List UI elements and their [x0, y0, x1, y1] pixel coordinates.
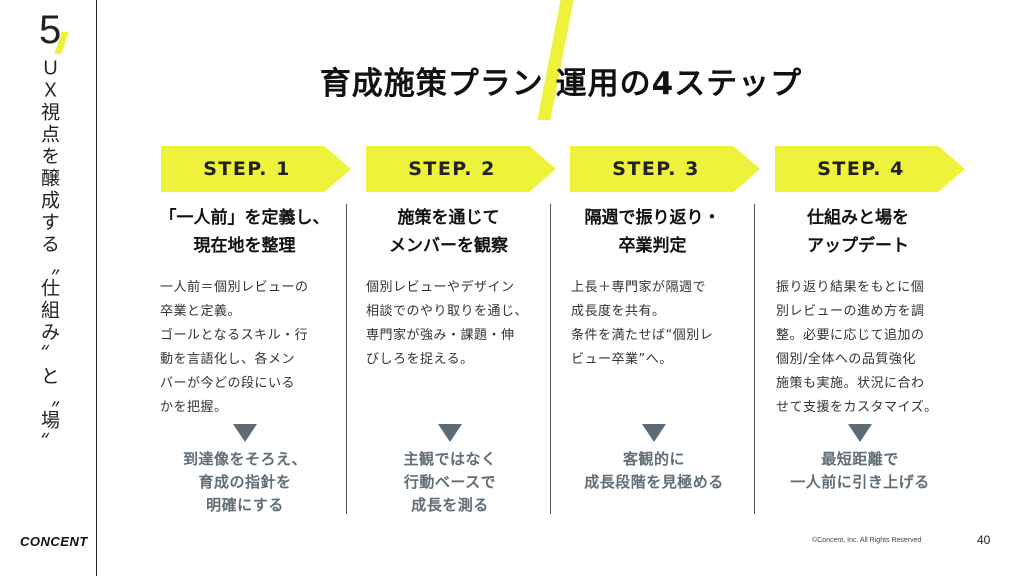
section-number: 5 — [39, 8, 62, 52]
step-2-result: 主観ではなく行動ベースで成長を測る — [403, 450, 497, 514]
step-3-body: 上長＋専門家が隔週で成長度を共有。条件を満たせば“個別レビュー卒業”へ。 — [571, 280, 714, 367]
step-2-arrow: STEP. 2 — [366, 146, 556, 192]
step-2-body: 個別レビューやデザイン相談でのやり取りを通じ、専門家が強み・課題・伸びしろを捉え… — [366, 280, 529, 367]
step-1-arrow: STEP. 1 — [161, 146, 351, 192]
step-3-arrow: STEP. 3 — [570, 146, 760, 192]
down-arrow-icon — [438, 424, 462, 442]
section-title: ＵＸ視点を醸成する〝仕組み〟と〝場〟 — [38, 58, 60, 454]
step-2-heading: 施策を通じて メンバーを観察 — [389, 208, 508, 256]
step-4-heading: 仕組みと場を アップデート — [807, 208, 909, 256]
step-2-column: 施策を通じて メンバーを観察 個別レビューやデザイン相談でのやり取りを通じ、専門… — [347, 204, 551, 514]
step-4-label: STEP. 4 — [817, 158, 905, 180]
page-number: 40 — [977, 533, 991, 547]
slide-title: 育成施策プラン 運用の4ステップ — [319, 66, 803, 102]
step-1-heading: 「一人前」を定義し、 現在地を整理 — [159, 208, 330, 256]
step-1-label: STEP. 1 — [203, 158, 291, 180]
copyright-notice: ©Concent, Inc. All Rights Reserved — [812, 537, 922, 544]
step-3-heading: 隔週で振り返り・ 卒業判定 — [584, 208, 721, 256]
down-arrow-icon — [642, 424, 666, 442]
step-1-result: 到達像をそろえ、育成の指針を明確にする — [182, 450, 307, 514]
sidebar: 5 ＵＸ視点を醸成する〝仕組み〟と〝場〟 CONCENT — [0, 0, 97, 576]
step-1-column: 「一人前」を定義し、 現在地を整理 一人前＝個別レビューの卒業と定義。ゴールとな… — [143, 204, 347, 514]
step-3-column: 隔週で振り返り・ 卒業判定 上長＋専門家が隔週で成長度を共有。条件を満たせば“個… — [551, 204, 755, 514]
step-1-body: 一人前＝個別レビューの卒業と定義。ゴールとなるスキル・行 動を言語化し、各メンバ… — [160, 280, 309, 415]
step-3-result: 客観的に成長段階を見極める — [584, 450, 724, 491]
step-4-arrow: STEP. 4 — [775, 146, 965, 192]
step-4-column: 仕組みと場を アップデート 振り返り結果をもとに個別レビューの進め方を調整。必要… — [756, 204, 960, 514]
brand-logo: CONCENT — [20, 534, 88, 549]
step-2-label: STEP. 2 — [408, 158, 496, 180]
step-4-result: 最短距離で一人前に引き上げる — [790, 450, 930, 491]
step-3-label: STEP. 3 — [612, 158, 700, 180]
down-arrow-icon — [848, 424, 872, 442]
down-arrow-icon — [233, 424, 257, 442]
step-4-body: 振り返り結果をもとに個別レビューの進め方を調整。必要に応じて追加の 個別/全体へ… — [776, 280, 938, 415]
